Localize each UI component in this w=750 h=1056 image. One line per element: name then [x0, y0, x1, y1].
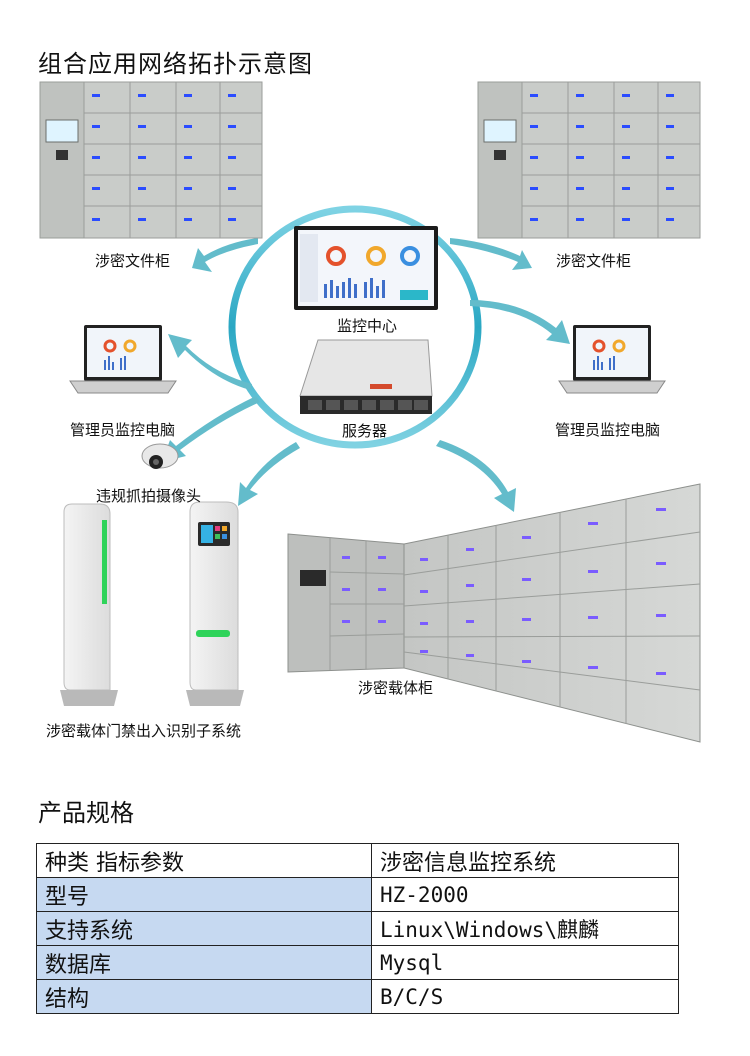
spec-key: 种类 指标参数: [37, 844, 372, 878]
label-pc-right: 管理员监控电脑: [555, 419, 660, 440]
table-row: 支持系统 Linux\Windows\麒麟: [37, 912, 679, 946]
specs-title: 产品规格: [38, 793, 134, 828]
laptop-left-icon: [70, 325, 176, 393]
label-pc-left: 管理员监控电脑: [70, 419, 175, 440]
label-monitor-center: 监控中心: [337, 315, 397, 336]
monitor-icon: [294, 226, 438, 310]
table-row: 种类 指标参数 涉密信息监控系统: [37, 844, 679, 878]
table-row: 数据库 Mysql: [37, 946, 679, 980]
arrow-to-right-pc: [470, 300, 570, 344]
label-camera: 违规抓拍摄像头: [96, 485, 201, 506]
arrow-to-carrier-cabinet: [436, 440, 516, 512]
gate-right-icon: [186, 502, 244, 706]
file-cabinet-left-icon: [40, 82, 262, 238]
specs-table: 种类 指标参数 涉密信息监控系统 型号 HZ-2000 支持系统 Linux\W…: [36, 843, 679, 1014]
laptop-right-icon: [559, 325, 665, 393]
spec-key: 结构: [37, 980, 372, 1014]
table-row: 结构 B/C/S: [37, 980, 679, 1014]
label-cabinet-right: 涉密文件柜: [556, 250, 631, 271]
camera-icon: [142, 444, 178, 469]
spec-key: 型号: [37, 878, 372, 912]
label-server: 服务器: [342, 420, 387, 441]
spec-value: Mysql: [372, 946, 679, 980]
spec-value: 涉密信息监控系统: [372, 844, 679, 878]
spec-value: B/C/S: [372, 980, 679, 1014]
label-cabinet-left: 涉密文件柜: [95, 250, 170, 271]
spec-key: 数据库: [37, 946, 372, 980]
file-cabinet-right-icon: [478, 82, 700, 238]
table-row: 型号 HZ-2000: [37, 878, 679, 912]
arrow-to-gate: [238, 442, 300, 506]
label-carrier-cabinet: 涉密载体柜: [358, 677, 433, 698]
spec-key: 支持系统: [37, 912, 372, 946]
spec-value: Linux\Windows\麒麟: [372, 912, 679, 946]
label-gate: 涉密载体门禁出入识别子系统: [46, 720, 241, 741]
spec-value: HZ-2000: [372, 878, 679, 912]
server-icon: [300, 340, 432, 414]
gate-left-icon: [60, 504, 118, 706]
topology-diagram: [0, 0, 750, 790]
carrier-cabinet-icon: [288, 484, 700, 742]
